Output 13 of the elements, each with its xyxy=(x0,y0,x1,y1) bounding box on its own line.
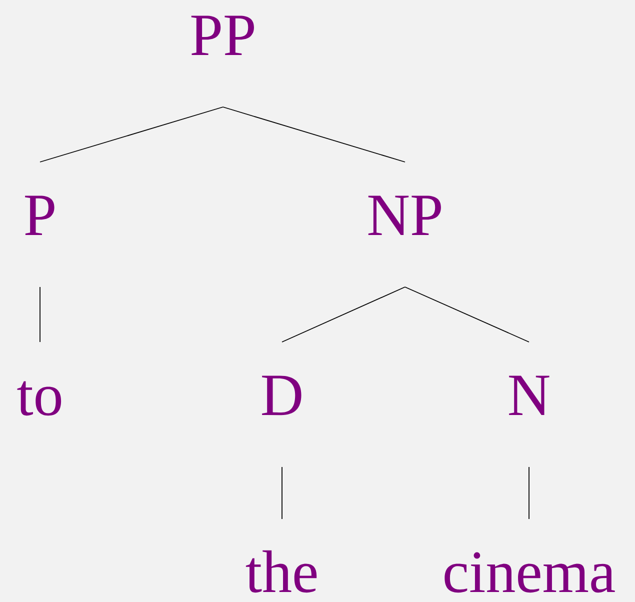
tree-label: NP xyxy=(368,196,441,235)
tree-label: P xyxy=(25,196,54,235)
tree-branch xyxy=(528,466,530,520)
tree-branch xyxy=(282,286,406,342)
tree-label: D xyxy=(262,376,302,416)
tree-label: N xyxy=(509,376,550,415)
tree-branch xyxy=(40,106,224,162)
tree-branch xyxy=(404,286,530,342)
tree-label: the xyxy=(246,550,317,593)
tree-branch xyxy=(222,106,406,162)
tree-label: to xyxy=(17,381,62,416)
tree-label: cinema xyxy=(444,552,615,593)
tree-label: PP xyxy=(191,16,254,55)
